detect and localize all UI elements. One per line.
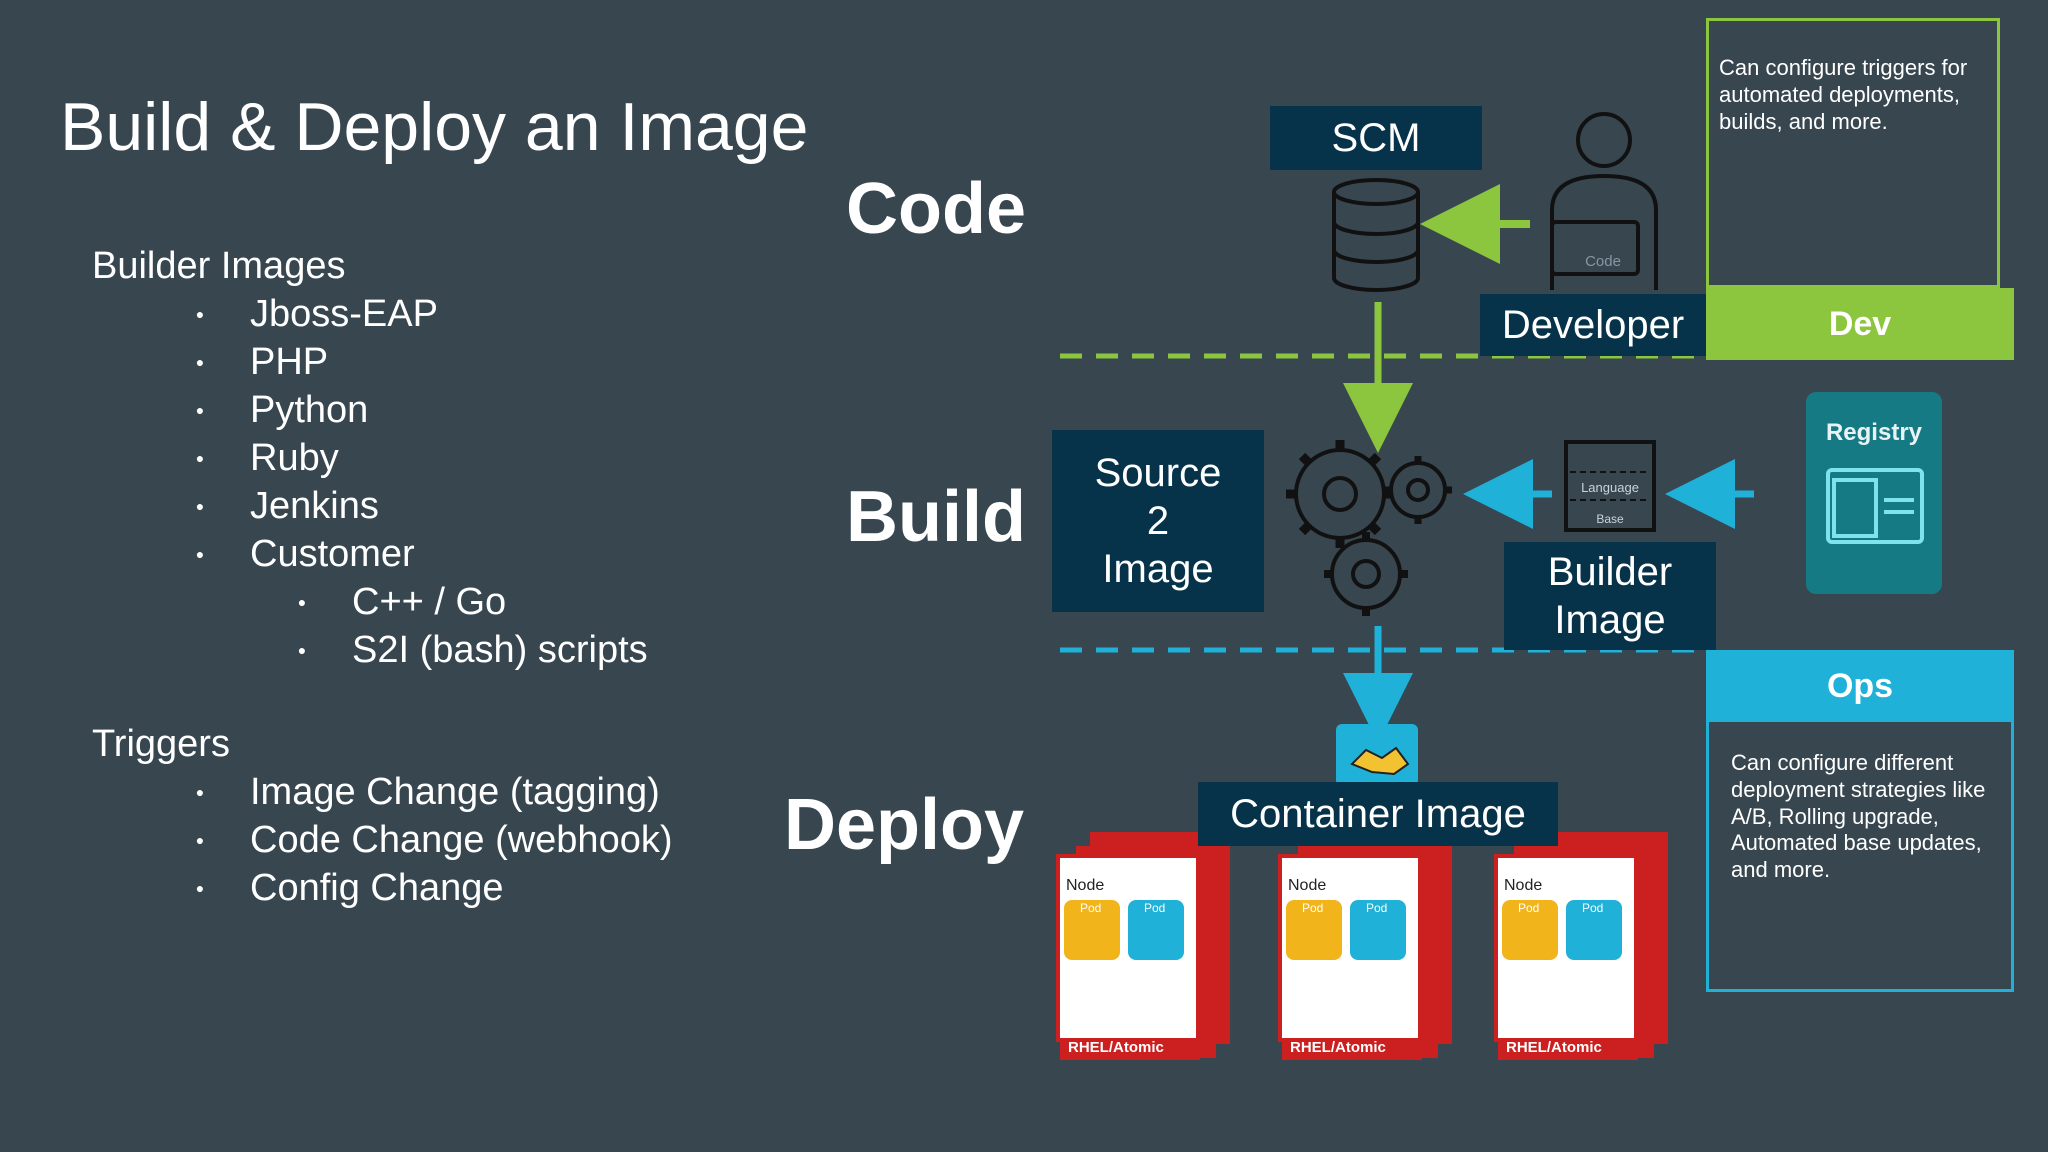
- svg-text:Pod: Pod: [1144, 901, 1165, 915]
- bullet-icon: ●: [195, 354, 205, 370]
- svg-text:RHEL/Atomic: RHEL/Atomic: [1068, 1039, 1164, 1056]
- ops-info-panel: Can configure different deployment strat…: [1706, 722, 2014, 992]
- svg-text:RHEL/Atomic: RHEL/Atomic: [1290, 1039, 1386, 1056]
- svg-text:Pod: Pod: [1366, 901, 1387, 915]
- phase-code-label: Code: [846, 169, 1026, 249]
- bullet-icon: ●: [195, 546, 205, 562]
- bullet-icon: ●: [195, 784, 205, 800]
- registry-label: Registry: [1826, 419, 1923, 446]
- ops-band: Ops: [1706, 650, 2014, 722]
- phase-deploy-label: Deploy: [784, 785, 1025, 865]
- svg-text:Node: Node: [1066, 877, 1104, 894]
- triggers-list: Triggers ●Image Change (tagging) ●Code C…: [92, 720, 673, 912]
- tomcat-icon: [1336, 724, 1418, 786]
- slide-title: Build & Deploy an Image: [60, 89, 809, 165]
- container-image-label-box: Container Image: [1198, 782, 1558, 846]
- list-item: ●Code Change (webhook): [150, 816, 673, 864]
- svg-text:Pod: Pod: [1518, 901, 1539, 915]
- list-item: ●Ruby: [150, 434, 648, 482]
- list-item: ●Customer: [150, 530, 648, 578]
- bullet-icon: ●: [297, 642, 307, 658]
- bullet-icon: ●: [195, 880, 205, 896]
- sub-list-item: ●S2I (bash) scripts: [252, 626, 648, 674]
- database-icon: [1332, 178, 1420, 292]
- svg-text:Node: Node: [1504, 877, 1542, 894]
- list-item: ●Python: [150, 386, 648, 434]
- sub-list-item: ●C++ / Go: [252, 578, 648, 626]
- bullet-icon: ●: [195, 498, 205, 514]
- phase-build-label: Build: [846, 477, 1026, 557]
- triggers-heading: Triggers: [92, 723, 230, 765]
- builder-image-label-box: Builder Image: [1504, 542, 1716, 650]
- ops-info-text: Can configure different deployment strat…: [1731, 750, 1986, 883]
- list-item: ●Image Change (tagging): [150, 768, 673, 816]
- base-layer-text: Base: [1596, 512, 1624, 526]
- list-item: ●PHP: [150, 338, 648, 386]
- dev-info-panel: Can configure triggers for automated dep…: [1706, 18, 2000, 288]
- registry-icon: [1826, 468, 1924, 544]
- node-stack-3: Node Pod Pod RHEL/Atomic: [1494, 832, 1668, 1060]
- bullet-icon: ●: [195, 832, 205, 848]
- builder-stack-icon: [1564, 440, 1656, 532]
- bullet-icon: ●: [195, 402, 205, 418]
- builder-images-heading: Builder Images: [92, 245, 346, 287]
- svg-text:Pod: Pod: [1080, 901, 1101, 915]
- dev-info-text: Can configure triggers for automated dep…: [1719, 55, 1968, 134]
- gears-icon: [1286, 440, 1452, 616]
- laptop-code-text: Code: [1585, 253, 1621, 270]
- bullet-icon: ●: [195, 450, 205, 466]
- list-item: ●Config Change: [150, 864, 673, 912]
- list-item: ●Jenkins: [150, 482, 648, 530]
- developer-icon: [1550, 112, 1658, 290]
- svg-text:Pod: Pod: [1302, 901, 1323, 915]
- developer-label-box: Developer: [1480, 294, 1706, 356]
- dev-band: Dev: [1706, 288, 2014, 360]
- svg-text:RHEL/Atomic: RHEL/Atomic: [1506, 1039, 1602, 1056]
- s2i-label-box: Source 2 Image: [1052, 430, 1264, 612]
- bullet-icon: ●: [297, 594, 307, 610]
- svg-text:Node: Node: [1288, 877, 1326, 894]
- language-layer-text: Language: [1581, 480, 1639, 495]
- svg-text:Pod: Pod: [1582, 901, 1603, 915]
- bullet-icon: ●: [195, 306, 205, 322]
- node-stack-2: Node Pod Pod RHEL/Atomic: [1278, 832, 1452, 1060]
- builder-images-list: Builder Images ●Jboss-EAP ●PHP ●Python ●…: [92, 242, 648, 674]
- scm-label-box: SCM: [1270, 106, 1482, 170]
- node-stack-1: Node Pod Pod RHEL/Atomic: [1056, 832, 1230, 1060]
- list-item: ●Jboss-EAP: [150, 290, 648, 338]
